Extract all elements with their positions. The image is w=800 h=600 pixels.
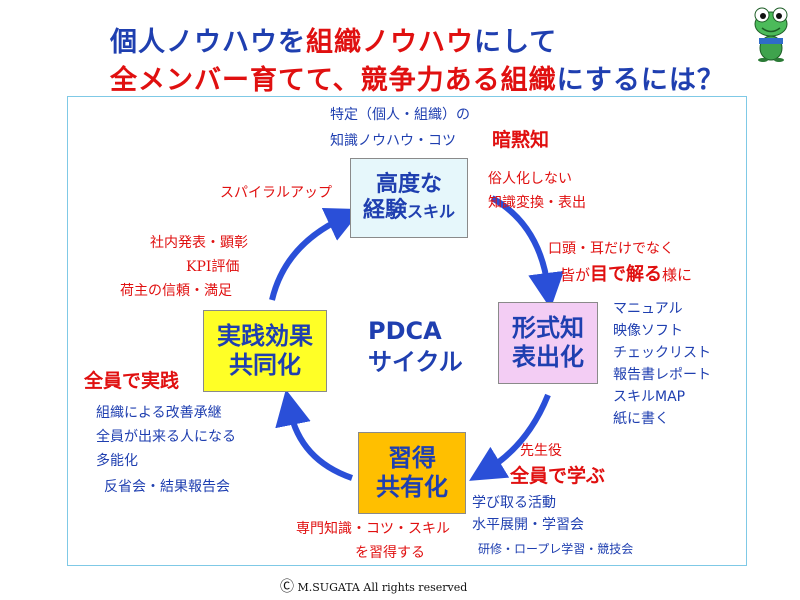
box-line: 形式知 — [512, 314, 584, 343]
list-item: スキルMAP — [613, 389, 686, 405]
left-note-line: 全員が出来る人になる — [96, 429, 236, 445]
arrow-right-to-bottom — [469, 393, 551, 481]
list-item: 映像ソフト — [613, 323, 683, 339]
learn-together-tag: 全員で学ぶ — [510, 465, 606, 487]
title-part: 競争力ある組織 — [360, 65, 557, 96]
box-learning-sharing: 習得 共有化 — [358, 432, 466, 514]
title-part: 全メンバー育てて、 — [110, 65, 361, 96]
box-line: 共同化 — [229, 351, 301, 379]
center-line: PDCA — [368, 317, 442, 345]
bottom-right-note-line: 水平展開・学習会 — [472, 517, 584, 533]
note-part: 目で解る — [590, 264, 663, 285]
box-line-part: 経験 — [362, 198, 407, 223]
box-line: 実践効果 — [217, 322, 313, 351]
box-line: 共有化 — [376, 473, 448, 501]
tacit-knowledge-tag: 暗黙知 — [492, 129, 550, 151]
left-top-note-line: 社内発表・顕彰 — [150, 235, 248, 251]
center-label: PDCA サイクル — [368, 316, 463, 378]
right-list: マニュアル 映像ソフト チェックリスト 報告書レポート スキルMAP 紙に書く — [613, 298, 711, 430]
left-note-line: 組織による改善承継 — [96, 405, 222, 421]
list-item: 紙に書く — [613, 411, 669, 427]
right-note-line: 口頭・耳だけでなく — [548, 241, 674, 257]
diagram-frame — [67, 96, 747, 566]
arrow-top-to-right — [490, 195, 564, 309]
left-note-line: 多能化 — [96, 453, 138, 469]
title-part: 個人ノウハウを — [110, 27, 306, 58]
note-part: 様に — [662, 266, 693, 284]
copyright-icon: Ⓒ — [280, 579, 294, 595]
bottom-note-line: を習得する — [355, 545, 425, 561]
spiral-up-note: スパイラルアップ — [220, 185, 332, 201]
title-part: にするには？ — [556, 65, 725, 96]
arrow-bottom-to-left — [275, 389, 353, 481]
title-line-2: 全メンバー育てて、競争力ある組織にするには？ — [110, 58, 725, 97]
box-line: 習得 — [388, 444, 436, 473]
bottom-right-note-line: 研修・ロープレ学習・競技会 — [478, 542, 634, 556]
left-top-note-line: 荷主の信頼・満足 — [120, 283, 232, 299]
box-experience-skill: 高度な 経験スキル — [350, 158, 468, 238]
title-part: にして — [474, 27, 558, 58]
box-explicit-knowledge: 形式知 表出化 — [498, 302, 598, 384]
frog-icon — [754, 7, 788, 62]
title-line-1: 個人ノウハウを組織ノウハウにして — [110, 20, 557, 59]
top-note-line: 特定（個人・組織）の — [330, 107, 470, 123]
list-item: 報告書レポート — [613, 367, 711, 383]
box-line: 表出化 — [512, 343, 584, 371]
teacher-role-note: 先生役 — [520, 443, 562, 459]
box-line: 経験スキル — [363, 198, 455, 224]
arrow-left-to-top — [269, 208, 363, 301]
center-line: サイクル — [368, 348, 463, 377]
list-item: マニュアル — [613, 301, 683, 317]
title-part: 組織ノウハウ — [306, 27, 474, 58]
box-practice-effect: 実践効果 共同化 — [203, 310, 327, 392]
box-line: 高度な — [375, 171, 442, 197]
top-right-note-line: 俗人化しない — [488, 171, 572, 187]
box-line-part: スキル — [407, 202, 456, 221]
left-note-line: 反省会・結果報告会 — [104, 479, 230, 495]
practice-together-tag: 全員で実践 — [84, 370, 180, 392]
bottom-right-note-line: 学び取る活動 — [472, 495, 556, 511]
bottom-note-line: 専門知識・コツ・スキル — [296, 521, 450, 537]
top-note-line: 知識ノウハウ・コツ — [330, 133, 456, 149]
copyright-text: M.SUGATA All rights reserved — [297, 581, 468, 594]
note-part: 皆が — [560, 266, 591, 284]
right-note-line: 皆が目で解る様に — [560, 260, 692, 286]
top-right-note-line: 知識変換・表出 — [488, 195, 586, 211]
list-item: チェックリスト — [613, 345, 711, 361]
copyright-footer: Ⓒ M.SUGATA All rights reserved — [280, 576, 467, 596]
left-top-note-line: KPI評価 — [186, 259, 240, 275]
